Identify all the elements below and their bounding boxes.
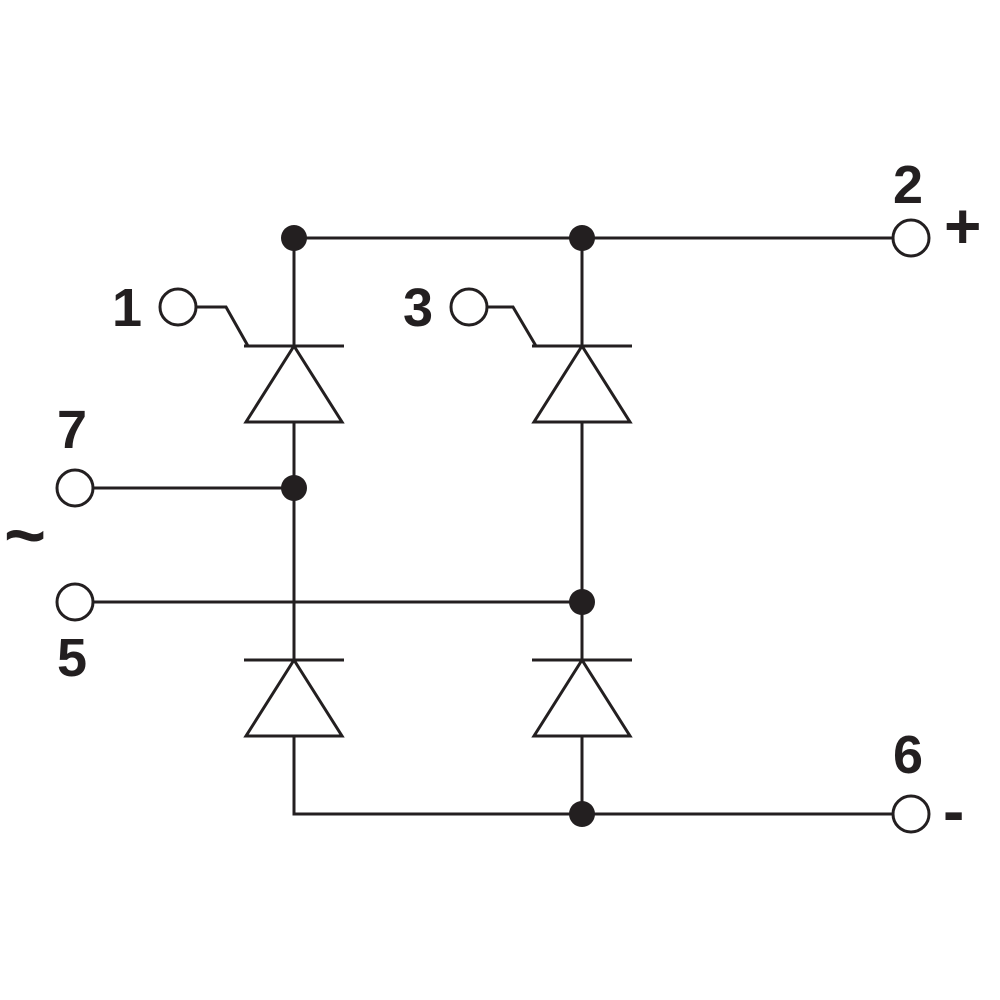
- positive-sign: +: [944, 190, 981, 262]
- junction-node: [569, 225, 595, 251]
- pin-label-5: 5: [57, 628, 87, 688]
- pin-label-1: 1: [112, 278, 142, 338]
- junction-node: [569, 801, 595, 827]
- terminal-7: [55, 468, 95, 508]
- junction-node: [281, 225, 307, 251]
- pin-label-6: 6: [893, 725, 923, 785]
- terminal-5: [55, 582, 95, 622]
- terminal-6: [891, 794, 931, 834]
- negative-sign: -: [943, 775, 964, 847]
- thyristor-upper-left: [243, 343, 345, 424]
- negative-bus-wire: [292, 736, 893, 816]
- terminal-3: [449, 287, 489, 327]
- thyristor-upper-right: [531, 343, 633, 424]
- pin-label-2: 2: [893, 155, 923, 215]
- diode-lower-right: [531, 657, 633, 738]
- pin-label-7: 7: [57, 400, 87, 460]
- gate-3-lead: [488, 305, 538, 347]
- terminal-2: [891, 218, 931, 258]
- junction-node: [569, 589, 595, 615]
- terminal-1: [158, 287, 198, 327]
- pin-label-3: 3: [403, 278, 433, 338]
- diode-lower-left: [243, 657, 345, 738]
- junction-node: [281, 475, 307, 501]
- ac-symbol: ~: [4, 496, 46, 576]
- gate-1-lead: [196, 305, 250, 347]
